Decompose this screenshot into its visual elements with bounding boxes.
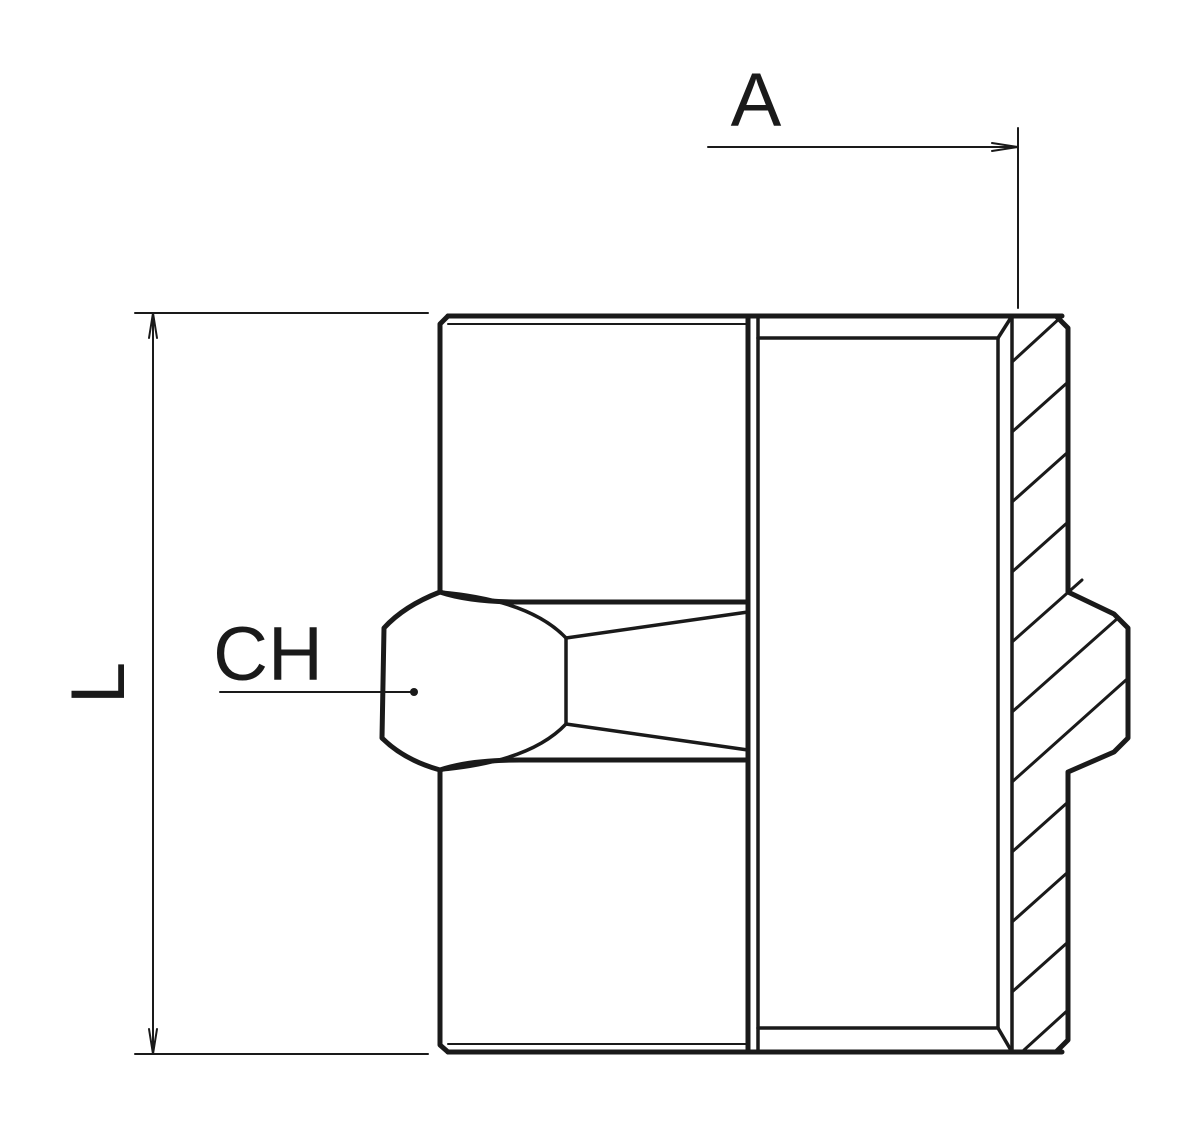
- hex-size-leader-dot: [410, 688, 418, 696]
- dimension-l: L: [56, 312, 429, 1055]
- dimension-a: A: [707, 58, 1019, 309]
- dimension-a-label: A: [731, 58, 782, 143]
- dimension-l-label: L: [56, 662, 141, 704]
- section-hatching: [1010, 316, 1128, 1052]
- hex-nut-facet-top: [564, 610, 750, 640]
- dimension-l-arrow-top: [148, 312, 158, 339]
- hex-body-left-lower: [437, 767, 451, 1055]
- hex-size-callout: CH: [213, 612, 418, 697]
- fitting-body: [437, 313, 1131, 1055]
- hex-nut-end-face: [379, 589, 443, 773]
- thread-outer-profile: [1053, 313, 1131, 1055]
- dimension-l-arrow-bottom: [148, 1028, 158, 1055]
- hex-body-left-upper: [437, 313, 451, 595]
- hex-nut-facet-bottom: [564, 722, 750, 752]
- hex-nut-front-facet: [438, 590, 568, 772]
- bore-chamfer-bottom: [996, 1026, 1014, 1054]
- bore-chamfer-top: [996, 314, 1014, 340]
- hex-nut: [379, 589, 751, 773]
- dimension-a-arrow: [991, 142, 1019, 152]
- hex-size-label: CH: [213, 612, 323, 697]
